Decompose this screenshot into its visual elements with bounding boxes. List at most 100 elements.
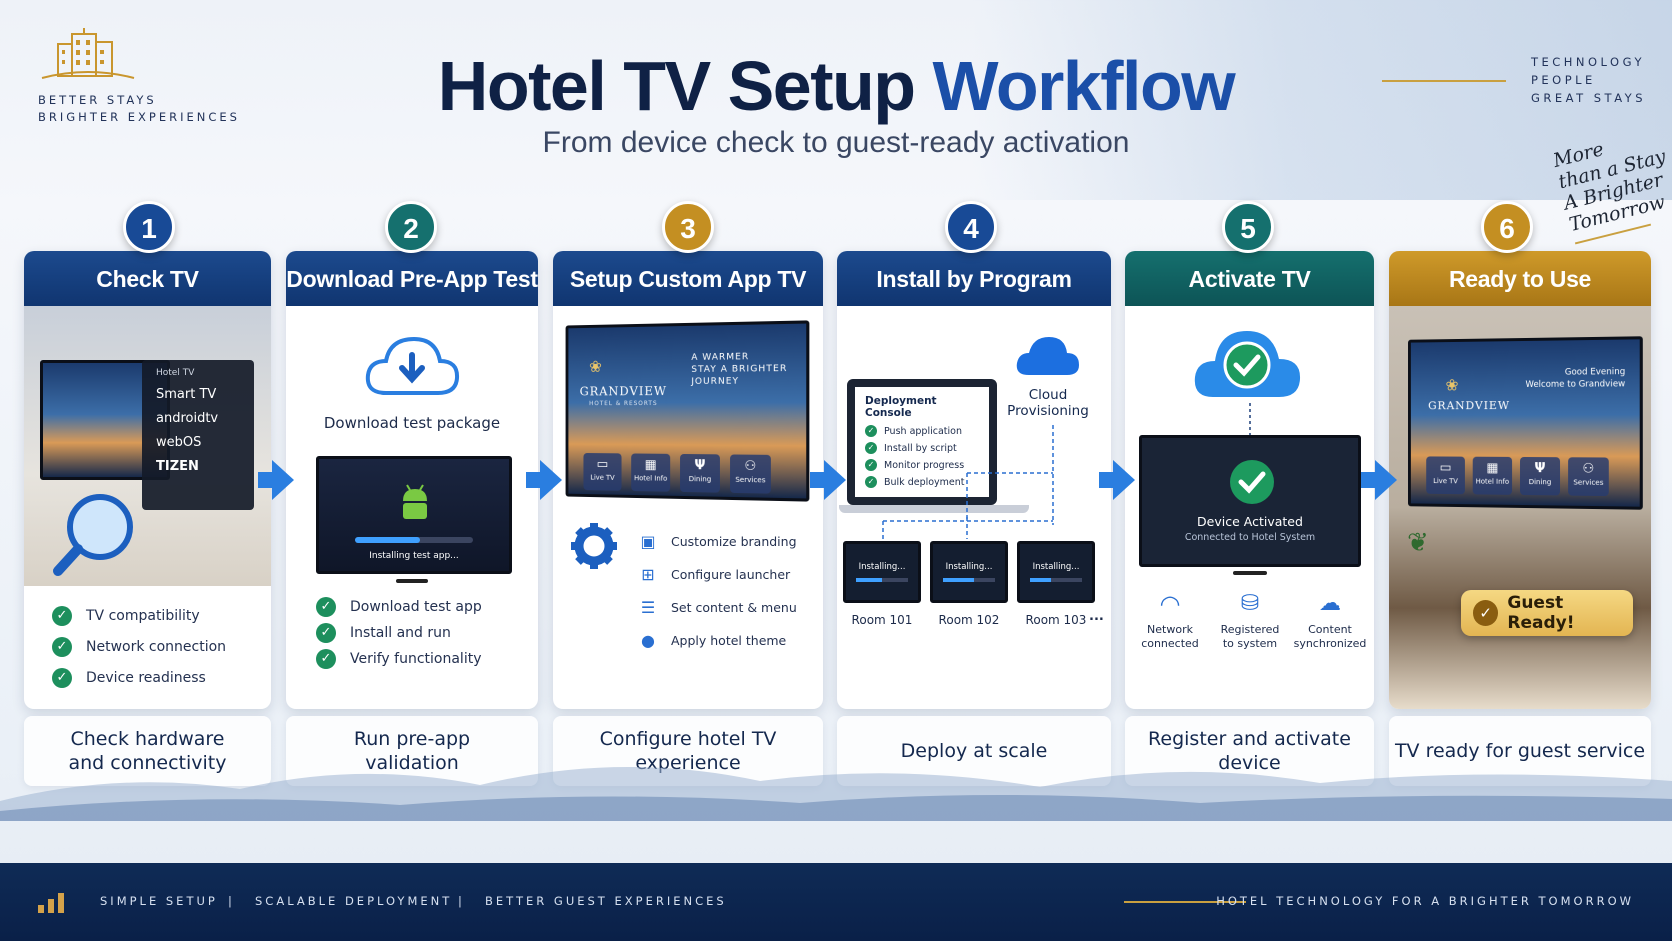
logo-tagline-2: BRIGHTER EXPERIENCES <box>38 110 240 124</box>
dining-icon: Ψ <box>694 458 706 474</box>
tagline-line: JOURNEY <box>691 376 740 387</box>
cloud-label-line: Cloud <box>1028 387 1068 403</box>
tile-services[interactable]: ⚇Services <box>1568 457 1609 497</box>
bar-chart-icon <box>38 893 64 913</box>
menu-item-webos[interactable]: webOS <box>156 435 202 450</box>
cloud-sync-icon: ☁ <box>1319 591 1341 616</box>
step-badge-6: 6 <box>1481 201 1533 253</box>
database-icon: ⛁ <box>1240 591 1260 616</box>
image-icon: ▣ <box>640 531 656 551</box>
hotel-icon: ▦ <box>644 457 657 473</box>
footer-separator: | <box>458 894 465 908</box>
check-item: Network connection <box>86 639 227 655</box>
tile-live-tv[interactable]: ▭Live TV <box>583 452 622 491</box>
summary-line: Run pre-app <box>353 728 471 750</box>
step-title: Install by Program <box>837 251 1111 306</box>
step-title: Ready to Use <box>1389 251 1651 306</box>
check-icon: ✓ <box>316 623 336 643</box>
status-label-line: connected <box>1141 637 1199 650</box>
check-icon: ✓ <box>316 597 336 617</box>
flow-arrow <box>526 460 562 500</box>
progress-fill <box>1030 578 1051 582</box>
room-label: Room 102 <box>938 613 1000 627</box>
menu-item-smarttv[interactable]: Smart TV <box>156 387 217 402</box>
step-card-pre-app-test: Download Pre-App Test Download test pack… <box>286 251 538 709</box>
cloud-download-icon <box>365 336 460 395</box>
summary-line: device <box>1218 752 1281 774</box>
tile-label: Services <box>1573 478 1604 487</box>
progress-fill <box>856 578 882 582</box>
check-icon: ✓ <box>52 668 72 688</box>
gear-icon <box>571 523 617 569</box>
check-icon: ✓ <box>865 442 877 454</box>
guest-ready-label: Guest Ready! <box>1507 593 1575 633</box>
guest-ready-badge: ✓ Guest Ready! <box>1461 590 1633 636</box>
tagline-line: A WARMER <box>691 352 750 363</box>
brand-name: GRANDVIEW <box>1428 399 1510 413</box>
tile-live-tv[interactable]: ▭Live TV <box>1426 456 1465 495</box>
tile-hotel-info[interactable]: ▦Hotel Info <box>1472 456 1513 495</box>
footer-bar: SIMPLE SETUP | SCALABLE DEPLOYMENT | BET… <box>0 863 1672 941</box>
tile-label: Hotel Info <box>634 474 668 483</box>
tile-hotel-info[interactable]: ▦Hotel Info <box>631 453 671 492</box>
step-badge-3: 3 <box>662 201 714 253</box>
tv-stand <box>1233 571 1267 575</box>
check-icon: ✓ <box>52 637 72 657</box>
brand-name: GRANDVIEW <box>579 384 667 399</box>
footer-tag: SIMPLE SETUP <box>100 894 218 908</box>
footer-divider <box>1124 901 1246 903</box>
dining-icon: Ψ <box>1534 461 1546 477</box>
menu-heading: Hotel TV <box>156 368 195 378</box>
menu-item-androidtv[interactable]: androidtv <box>156 411 219 426</box>
step-card-check-tv: Check TV Hotel TV Smart TV androidtv web… <box>24 251 271 709</box>
step-card-custom-app: Setup Custom App TV ❀ GRANDVIEW HOTEL & … <box>553 251 823 709</box>
check-item: Verify functionality <box>350 651 482 667</box>
title-highlight: Workflow <box>932 47 1236 125</box>
summary-line: Register and activate <box>1148 728 1351 750</box>
config-item: Set content & menu <box>671 600 797 615</box>
console-item: Bulk deployment <box>884 476 965 488</box>
tile-label: Dining <box>1528 478 1552 487</box>
more-rooms-ellipsis: ... <box>1089 609 1104 624</box>
step-badge-2: 2 <box>385 201 437 253</box>
laptop: Deployment Console ✓Push application ✓In… <box>847 379 997 505</box>
cloud-label-line: Provisioning <box>1007 403 1089 419</box>
summary-line: and connectivity <box>68 752 227 774</box>
console-item: Monitor progress <box>884 459 965 471</box>
greeting-line: Good Evening <box>1564 367 1626 378</box>
right-tag-1: TECHNOLOGY <box>1530 55 1645 69</box>
android-icon <box>403 484 427 519</box>
step-title: Setup Custom App TV <box>553 251 823 306</box>
step-card-activate-tv: Activate TV Device Activated Connected t… <box>1125 251 1374 709</box>
menu-item-tizen[interactable]: TIZEN <box>156 459 199 474</box>
cloud-icon <box>1016 337 1079 375</box>
footer-tag: BETTER GUEST EXPERIENCES <box>485 894 727 908</box>
check-icon: ✓ <box>52 606 72 626</box>
hotel-icon: ▦ <box>1486 460 1499 476</box>
tile-services[interactable]: ⚇Services <box>730 454 771 494</box>
status-label-line: to system <box>1222 637 1278 650</box>
services-icon: ⚇ <box>1582 461 1595 477</box>
step-title: Check TV <box>24 251 271 306</box>
right-tag-3: GREAT STAYS <box>1530 91 1646 105</box>
tile-label: Services <box>735 475 766 485</box>
footer-slogan: HOTEL TECHNOLOGY FOR A BRIGHTER TOMORROW <box>1216 894 1634 908</box>
step-title: Activate TV <box>1125 251 1374 306</box>
status-label-line: Content <box>1308 623 1352 636</box>
room-tv-102: Installing... <box>930 541 1008 603</box>
cloud-check-icon <box>1194 331 1301 397</box>
room-label: Room 101 <box>851 613 913 627</box>
